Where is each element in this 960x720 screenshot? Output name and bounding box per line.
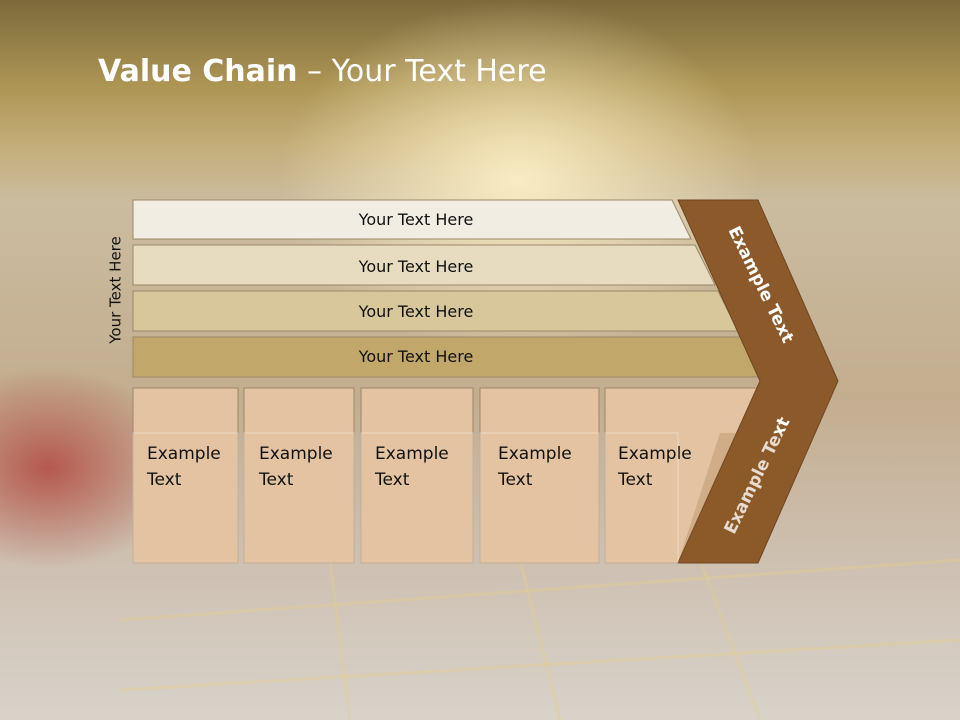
box-text-line2: Text [374,470,410,490]
primary-box-3: Example Text [360,387,474,564]
support-bar-label: Your Text Here [358,302,474,321]
box-text-line1: Example [498,444,572,464]
box-text-line2: Text [258,470,294,490]
support-bar-label: Your Text Here [358,210,474,229]
support-bar-4: Your Text Here [132,336,763,378]
box-text-line2: Text [497,470,533,490]
primary-activity-boxes: Example Text Example Text Example Text E… [132,387,761,564]
primary-box-1: Example Text [132,387,239,564]
primary-box-2: Example Text [243,387,355,564]
support-bar-3: Your Text Here [132,290,739,332]
box-text-line2: Text [146,470,182,490]
box-text-line1: Example [618,444,692,464]
reflection [132,432,800,564]
box-text-line2: Text [617,470,653,490]
box-text-line1: Example [259,444,333,464]
box-text-line1: Example [375,444,449,464]
support-bar-label: Your Text Here [358,257,474,276]
support-activity-bars: Your Text Here Your Text Here Your Text … [132,199,763,378]
primary-box-4: Example Text [479,387,600,564]
support-bar-2: Your Text Here [132,244,716,286]
box-text-line1: Example [147,444,221,464]
support-bar-1: Your Text Here [132,199,692,240]
support-bar-label: Your Text Here [358,347,474,366]
primary-box-5: Example Text [604,387,761,564]
slide-title: Value Chain – Your Text Here [98,54,547,89]
chevron-shape [677,199,839,564]
